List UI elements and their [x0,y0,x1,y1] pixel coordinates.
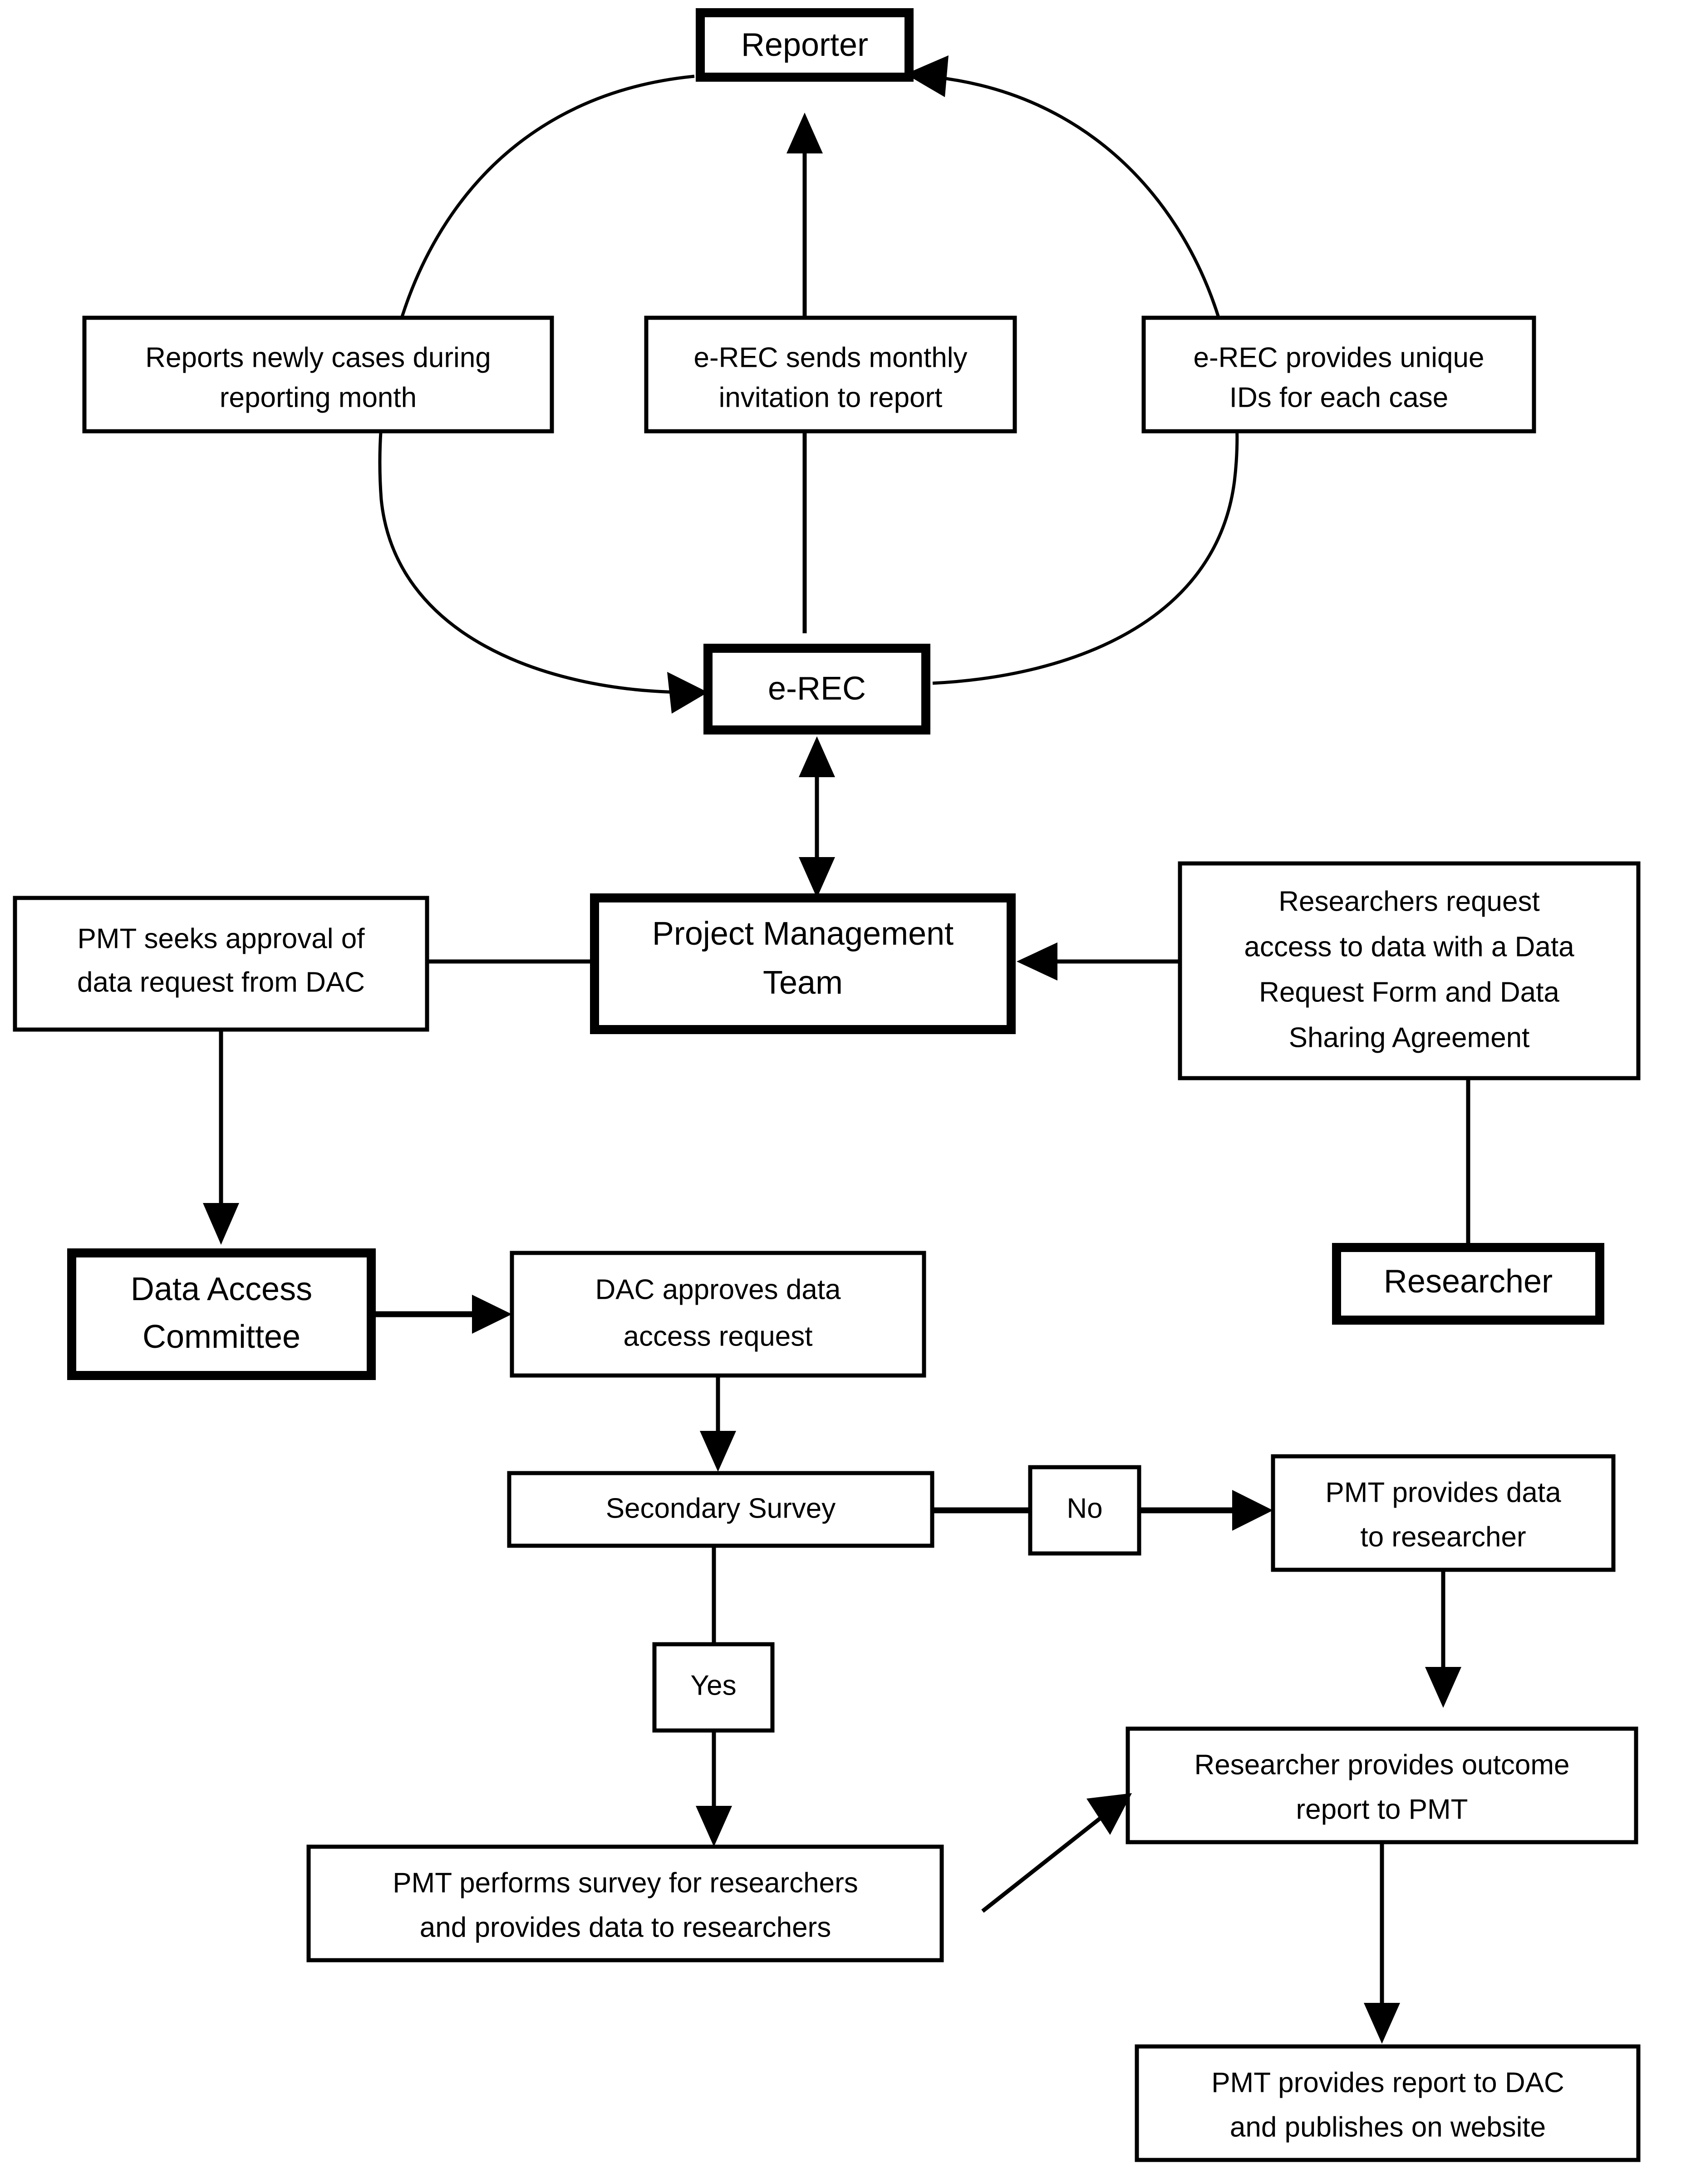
node-pmt-seeks-approval-line1: PMT seeks approval of [78,923,365,954]
arrowhead-yes-to-pmt-performs-survey [696,1806,732,1847]
node-reports-cases-line2: reporting month [220,382,417,413]
node-pmt-report-dac-line2: and publishes on website [1230,2111,1546,2143]
node-decision-no-label: No [1067,1493,1102,1524]
edge-reporter-to-erec-arc [378,74,695,694]
node-researchers-request[interactable] [1178,861,1641,1080]
node-pmt-performs-survey-line2: and provides data to researchers [420,1912,831,1943]
arrowhead-no-to-pmt-provides-data [1232,1490,1273,1531]
node-researchers-request-line2: access to data with a Data [1244,931,1574,962]
node-erec-invitation[interactable] [644,316,1017,434]
arrowhead-outcome-to-pmt-report-dac [1364,2003,1400,2044]
node-reporter-label: Reporter [741,27,868,63]
node-erec-label: e-REC [768,670,866,707]
node-outcome-report-line1: Researcher provides outcome [1194,1749,1569,1780]
node-secondary-survey[interactable] [507,1471,934,1548]
node-erec-unique-ids-line2: IDs for each case [1229,382,1448,413]
node-pmt-provides-data-line2: to researcher [1360,1521,1526,1553]
arrowhead-dac-to-dac-approves [472,1295,512,1334]
node-erec-invitation-line1: e-REC sends monthly [693,342,967,373]
node-erec-unique-ids-line1: e-REC provides unique [1193,342,1484,373]
arrowhead-into-erec [667,672,708,714]
node-pmt-performs-survey[interactable] [306,1844,944,1962]
edge-erec-to-reporter-arc [932,75,1239,685]
node-dac-approves-line1: DAC approves data [595,1274,841,1305]
node-dac-approves[interactable] [510,1251,926,1378]
node-pmt-line1: Project Management [652,916,954,952]
arrowhead-performs-survey-to-outcome [1086,1793,1132,1835]
arrowhead-pmt-provides-data-to-outcome [1425,1667,1461,1708]
arrowhead-invitation-to-reporter [787,113,823,153]
arrowhead-erec-pmt-up [799,736,835,777]
node-pmt-report-dac-line1: PMT provides report to DAC [1211,2067,1564,2098]
edge-pmt-performs-survey-to-outcome [981,1807,1113,1913]
node-pmt-line2: Team [763,965,843,1001]
node-reports-cases-line1: Reports newly cases during [145,342,491,373]
node-dac-line2: Committee [143,1319,300,1355]
node-project-management-team[interactable] [590,893,1016,1034]
node-researchers-request-line1: Researchers request [1278,886,1540,917]
node-data-access-committee[interactable] [67,1248,376,1380]
node-pmt-provides-data[interactable] [1271,1454,1616,1572]
node-researcher-outcome-report[interactable] [1126,1726,1638,1844]
node-pmt-performs-survey-line1: PMT performs survey for researchers [393,1867,858,1898]
node-erec[interactable] [703,644,930,735]
arrowhead-into-reporter [905,55,949,97]
arrowhead-erec-pmt-down [799,857,835,898]
node-dac-line1: Data Access [131,1271,312,1307]
node-reporter[interactable] [696,8,914,82]
node-pmt-provides-data-line1: PMT provides data [1325,1477,1561,1508]
node-reports-cases[interactable] [82,316,554,434]
node-outcome-report-line2: report to PMT [1296,1794,1468,1825]
node-pmt-seeks-approval-line2: data request from DAC [77,966,365,998]
node-pmt-report-dac[interactable] [1135,2044,1641,2162]
arrowhead-pmt-to-dac [203,1203,239,1245]
arrowhead-researchers-to-pmt [1017,942,1057,981]
arrowhead-to-secondary-survey [700,1431,736,1472]
node-erec-invitation-line2: invitation to report [719,382,943,413]
node-researcher[interactable] [1332,1243,1604,1325]
node-pmt-seeks-approval[interactable] [13,896,429,1032]
node-researchers-request-line3: Request Form and Data [1259,976,1559,1008]
node-dac-approves-line2: access request [624,1321,813,1352]
node-researcher-label: Researcher [1384,1263,1553,1300]
node-researchers-request-line4: Sharing Agreement [1289,1022,1530,1053]
node-decision-yes-label: Yes [690,1670,736,1701]
node-secondary-survey-label: Secondary Survey [606,1493,836,1524]
node-erec-unique-ids[interactable] [1141,316,1536,434]
